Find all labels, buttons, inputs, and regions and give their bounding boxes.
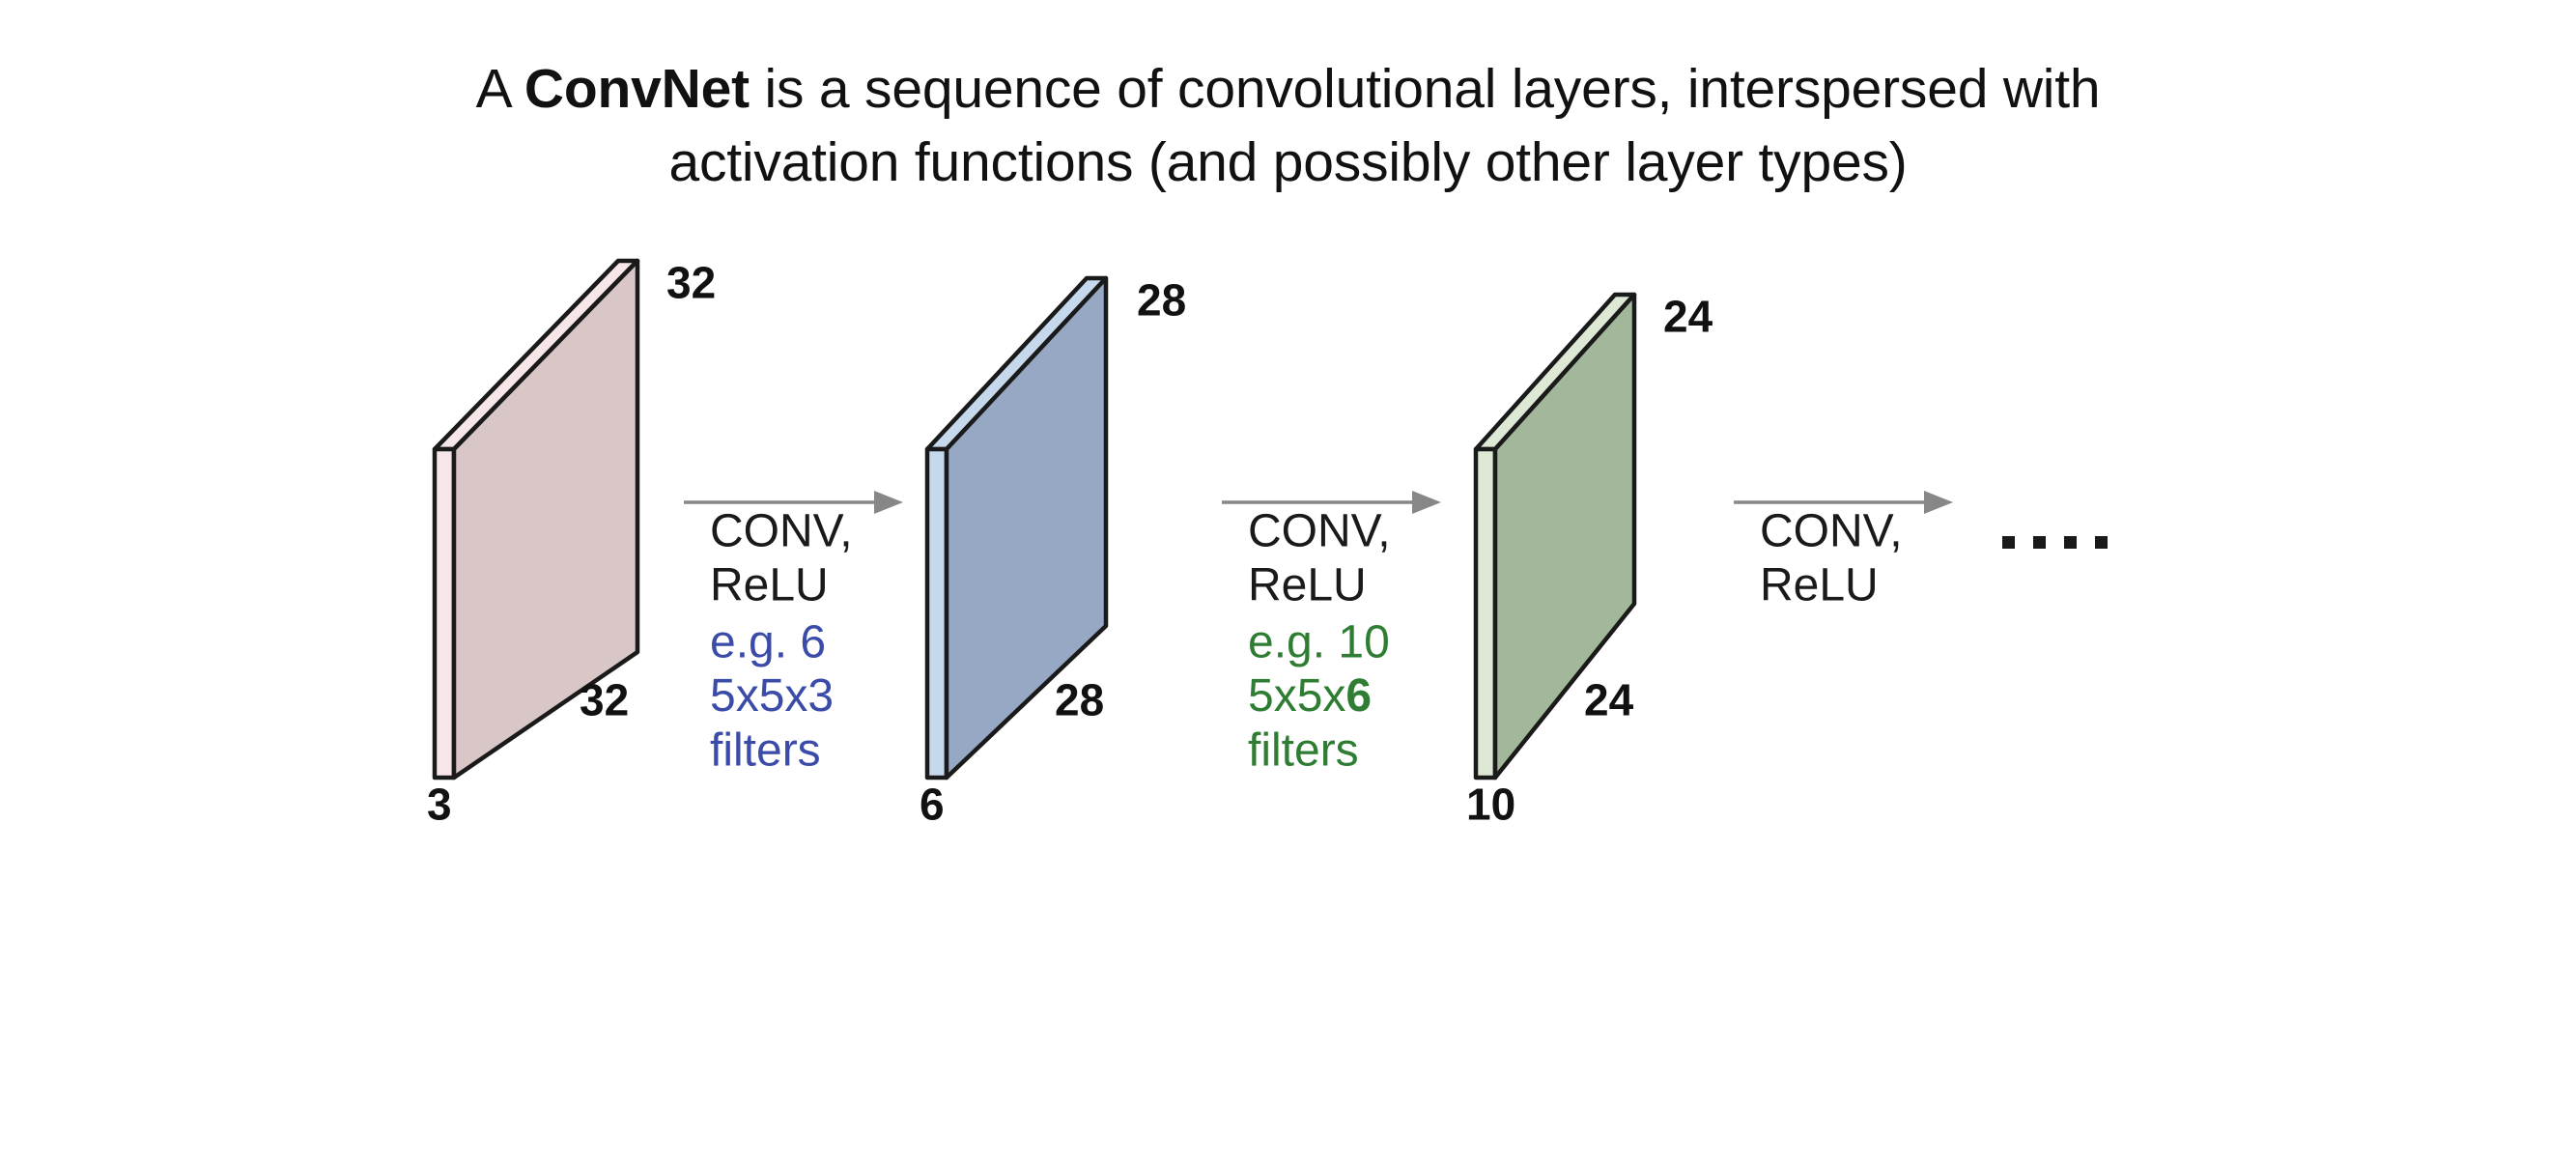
input-volume-width-label: 32	[580, 675, 629, 725]
conv-relu-op-2: CONV, ReLU e.g. 10 5x5x6 filters	[1222, 491, 1441, 777]
title-line-1: A ConvNet is a sequence of convolutional…	[0, 53, 2576, 127]
conv-op-1-filter-count: e.g. 6	[710, 617, 826, 668]
input-volume-front-face	[451, 258, 640, 781]
conv-op-3-line-2: ReLU	[1760, 560, 1879, 611]
conv-op-2-filter-shape-prefix: 5x5x	[1248, 670, 1345, 722]
title-suffix: is a sequence of convolutional layers, i…	[749, 58, 2101, 120]
conv1-volume-front-face	[944, 275, 1109, 781]
ellipsis	[2002, 536, 2108, 549]
conv1-volume-height-label: 28	[1137, 275, 1186, 326]
conv-op-2-filter-count: e.g. 10	[1248, 617, 1390, 668]
ellipsis-dot-3	[2064, 536, 2077, 549]
conv-op-1-filter-shape-prefix: 5x5x	[710, 670, 807, 722]
conv-relu-op-1: CONV, ReLU e.g. 6 5x5x3 filters	[684, 491, 903, 777]
conv-op-2-filter-word: filters	[1248, 725, 1359, 777]
conv-relu-op-3: CONV, ReLU	[1734, 491, 1953, 611]
conv-op-2-filter-shape: 5x5x6	[1248, 670, 1372, 722]
input-volume: 32 32 3	[427, 258, 716, 830]
input-volume-depth-label: 3	[427, 780, 452, 830]
ellipsis-dot-4	[2095, 536, 2108, 549]
conv2-volume-height-label: 24	[1663, 292, 1713, 342]
conv-op-1-arrow-head	[874, 491, 903, 514]
conv1-volume-left-face	[924, 446, 949, 781]
conv1-output-volume: 28 28 6	[920, 275, 1186, 830]
conv-op-2-arrow-head	[1412, 491, 1441, 514]
conv2-output-volume: 24 24 10	[1466, 292, 1713, 830]
convnet-diagram: 32 32 3 CONV, ReLU e.g. 6 5x5x3 filters …	[0, 203, 2576, 879]
title-prefix: A	[475, 58, 524, 120]
conv-op-1-filter-shape: 5x5x3	[710, 670, 834, 722]
input-volume-left-face	[432, 446, 457, 781]
title-line-2: activation functions (and possibly other…	[668, 130, 1908, 193]
page-title: A ConvNet is a sequence of convolutional…	[0, 53, 2576, 200]
conv-op-2-line-2: ReLU	[1248, 560, 1367, 611]
conv-op-2-line-1: CONV,	[1248, 506, 1391, 557]
conv-op-1-line-1: CONV,	[710, 506, 853, 557]
conv1-volume-depth-label: 6	[920, 780, 945, 830]
conv-op-2-filter-shape-channels: 6	[1345, 670, 1372, 722]
conv-op-1-line-2: ReLU	[710, 560, 829, 611]
conv-op-3-line-1: CONV,	[1760, 506, 1903, 557]
ellipsis-dot-1	[2002, 536, 2015, 549]
conv2-volume-depth-label: 10	[1466, 780, 1515, 830]
conv2-volume-width-label: 24	[1584, 675, 1634, 725]
conv-op-1-filter-shape-channels: 3	[807, 670, 834, 722]
ellipsis-dot-2	[2033, 536, 2046, 549]
conv-op-1-filter-word: filters	[710, 725, 821, 777]
conv2-volume-left-face	[1473, 446, 1498, 781]
input-volume-height-label: 32	[666, 258, 716, 308]
conv1-volume-width-label: 28	[1055, 675, 1104, 725]
conv-op-3-arrow-head	[1924, 491, 1953, 514]
title-emphasis-convnet: ConvNet	[524, 58, 750, 120]
conv2-volume-front-face	[1492, 292, 1637, 781]
